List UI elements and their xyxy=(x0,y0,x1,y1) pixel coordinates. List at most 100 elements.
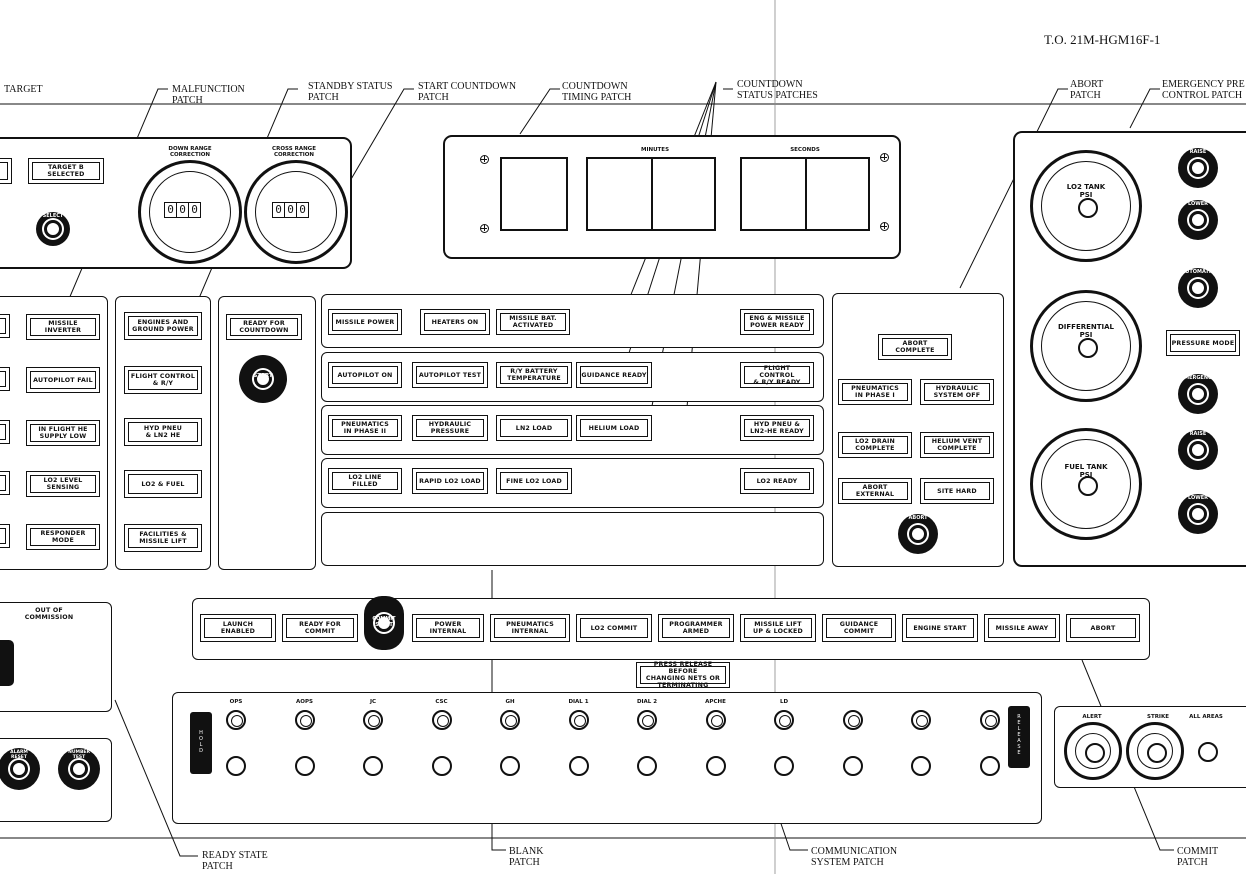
countdown-status-light-text: AUTOPILOT TEST xyxy=(416,366,484,384)
countdown-status-light: LO2 READY xyxy=(740,468,814,494)
comm-select-jack[interactable] xyxy=(500,710,520,730)
comm-select-jack[interactable] xyxy=(431,710,452,730)
alert-selector[interactable] xyxy=(1064,722,1122,780)
target-a-light xyxy=(0,158,12,184)
down-range-dial[interactable] xyxy=(138,160,242,264)
hold-switch[interactable]: H O L D xyxy=(190,712,212,774)
countdown-status-light: R/Y BATTERY TEMPERATURE xyxy=(496,362,572,388)
countdown-status-light-text: LN2 LOAD xyxy=(500,419,568,437)
comm-talk-jack[interactable] xyxy=(363,756,383,776)
all-areas-jack[interactable] xyxy=(1198,742,1218,762)
callout-ready-state: READY STATE PATCH xyxy=(202,850,268,872)
comm-select-jack[interactable] xyxy=(294,710,315,730)
comm-select-jack[interactable] xyxy=(637,710,657,730)
commit-status-light-text: MISSILE LIFT UP & LOCKED xyxy=(744,618,812,638)
emergency-button-label: LOWER xyxy=(1187,201,1209,207)
commit-status-light-text: PNEUMATICS INTERNAL xyxy=(494,618,566,638)
comm-channel-label: CSC xyxy=(435,699,448,705)
commit-status-light-text: PROGRAMMER ARMED xyxy=(662,618,730,638)
countdown-status-light-text: HYDRAULIC PRESSURE xyxy=(416,419,484,437)
number-test-button[interactable]: NUMBER TEST xyxy=(58,748,100,790)
comm-select-jack[interactable] xyxy=(705,710,726,730)
comm-talk-jack[interactable] xyxy=(568,756,589,776)
emergency-raise-button[interactable]: RAISE xyxy=(1178,430,1218,470)
countdown-status-light: GUIDANCE READY xyxy=(576,362,652,388)
emergency-raise-button[interactable]: RAISE xyxy=(1178,148,1218,188)
emergency-lower-button[interactable]: LOWER xyxy=(1178,494,1218,534)
comm-select-jack[interactable] xyxy=(363,710,383,730)
standby-light-text: FACILITIES & MISSILE LIFT xyxy=(128,528,198,548)
comm-talk-jack[interactable] xyxy=(979,756,1000,776)
countdown-status-light-text: HELIUM LOAD xyxy=(580,419,648,437)
malfunction-light-text: RESPONDER MODE xyxy=(30,528,96,546)
commit-status-light: LAUNCH ENABLED xyxy=(200,614,276,642)
alarm-reset-button[interactable]: ALARM RESET xyxy=(0,748,40,790)
callout-malfunction: MALFUNCTION PATCH xyxy=(172,84,245,106)
press-release-placard: PRESS RELEASE BEFORE CHANGING NETS OR TE… xyxy=(636,661,730,689)
comm-talk-jack[interactable] xyxy=(431,756,452,776)
all-areas-label: ALL AREAS xyxy=(1189,714,1223,720)
lo2-tank-gauge: LO2 TANK PSI xyxy=(1030,150,1142,262)
countdown-status-light: LN2 LOAD xyxy=(496,415,572,441)
comm-select-jack[interactable] xyxy=(774,710,794,730)
comm-talk-jack[interactable] xyxy=(500,756,520,776)
differential-gauge: DIFFERENTIAL PSI xyxy=(1030,290,1142,402)
malfunction-left-light xyxy=(0,420,10,444)
comm-channel-label: GH xyxy=(505,699,515,705)
countdown-status-light: ENG & MISSILE POWER READY xyxy=(740,309,814,335)
commit-status-light: POWER INTERNAL xyxy=(412,614,484,642)
countdown-status-light-text: AUTOPILOT ON xyxy=(332,366,398,384)
comm-select-jack[interactable] xyxy=(568,710,589,730)
countdown-status-light-text: FINE LO2 LOAD xyxy=(500,472,568,490)
emergency-lower-button[interactable]: LOWER xyxy=(1178,200,1218,240)
comm-channel-label: OPS xyxy=(229,699,243,705)
cross-range-digit: 0 xyxy=(296,203,308,217)
standby-light: HYD PNEU & LN2 HE xyxy=(124,418,202,446)
countdown-status-light: HYDRAULIC PRESSURE xyxy=(412,415,488,441)
comm-talk-jack[interactable] xyxy=(294,756,315,776)
commit-status-light-text: MISSILE AWAY xyxy=(988,618,1056,638)
site-hard-light: SITE HARD xyxy=(920,478,994,504)
callout-emergency: EMERGENCY PRE CONTROL PATCH xyxy=(1162,79,1245,101)
commit-status-light: ENGINE START xyxy=(902,614,978,642)
comm-talk-jack[interactable] xyxy=(637,756,657,776)
comm-talk-jack[interactable] xyxy=(842,756,863,776)
comm-talk-jack[interactable] xyxy=(226,756,246,776)
minutes-window xyxy=(586,157,716,231)
comm-talk-jack[interactable] xyxy=(774,756,794,776)
emergency-emergency-button[interactable]: EMERGENCY xyxy=(1178,374,1218,414)
malfunction-light-text: LO2 LEVEL SENSING xyxy=(30,475,96,493)
screw-icon xyxy=(480,155,489,164)
select-button[interactable]: SELECT xyxy=(36,212,70,246)
comm-select-jack[interactable] xyxy=(226,710,246,730)
strike-selector[interactable] xyxy=(1126,722,1184,780)
comm-select-jack[interactable] xyxy=(911,710,931,730)
out-of-commission-label: OUT OF COMMISSION xyxy=(14,604,84,624)
malfunction-light: MISSILE INVERTER xyxy=(26,314,100,340)
out-of-commission-switch[interactable] xyxy=(0,640,14,686)
release-switch[interactable]: R E L E A S E xyxy=(1008,706,1030,768)
start-countdown-switch[interactable]: START C/D xyxy=(239,355,287,403)
comm-talk-jack[interactable] xyxy=(705,756,726,776)
comm-select-jack[interactable] xyxy=(979,710,1000,730)
countdown-status-light-text: R/Y BATTERY TEMPERATURE xyxy=(500,366,568,384)
screw-icon xyxy=(880,222,889,231)
comm-select-jack[interactable] xyxy=(842,710,863,730)
countdown-status-light-text: GUIDANCE READY xyxy=(580,366,648,384)
commit-status-light: PNEUMATICS INTERNAL xyxy=(490,614,570,642)
down-range-digit: 0 xyxy=(167,203,174,216)
malfunction-left-light-text xyxy=(0,371,6,387)
malfunction-left-light xyxy=(0,314,10,338)
countdown-status-light: HYD PNEU & LN2-HE READY xyxy=(740,415,814,441)
callout-blank: BLANK PATCH xyxy=(509,846,544,868)
commit-status-light-text: ENGINE START xyxy=(906,618,974,638)
commit-start-switch[interactable]: COMMIT START xyxy=(364,596,404,650)
comm-talk-jack[interactable] xyxy=(911,756,931,776)
emergency-automatic-button[interactable]: AUTOMATIC xyxy=(1178,268,1218,308)
malfunction-left-light xyxy=(0,367,10,391)
abort-button[interactable]: ABORT xyxy=(898,514,938,554)
countdown-status-light-text: MISSILE BAT. ACTIVATED xyxy=(500,313,566,331)
communication-panel xyxy=(172,692,1042,824)
comm-channel-label: DIAL 2 xyxy=(636,699,658,705)
